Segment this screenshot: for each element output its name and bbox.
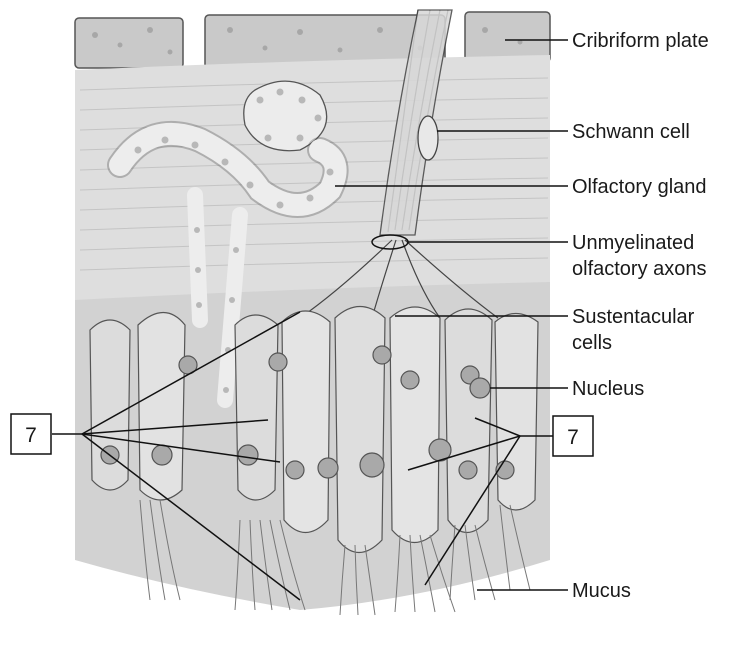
label-nucleus: Nucleus: [572, 378, 644, 400]
label-sustentacular: Sustentacular: [572, 306, 695, 328]
label-mucus: Mucus: [572, 580, 631, 602]
left-label-box: 7: [11, 414, 51, 454]
left-label-box-number: 7: [25, 424, 37, 447]
schwann-cell-body: [418, 116, 438, 160]
right-label-box: 7: [553, 416, 593, 456]
label-cells: cells: [572, 332, 612, 354]
label-schwann-cell: Schwann cell: [572, 121, 690, 143]
label-olfactory-gland: Olfactory gland: [572, 176, 707, 198]
label-olfactory-axons: olfactory axons: [572, 258, 707, 280]
label-cribriform-plate: Cribriform plate: [572, 30, 709, 52]
label-unmyelinated: Unmyelinated: [572, 232, 694, 254]
right-label-box-number: 7: [567, 426, 579, 449]
